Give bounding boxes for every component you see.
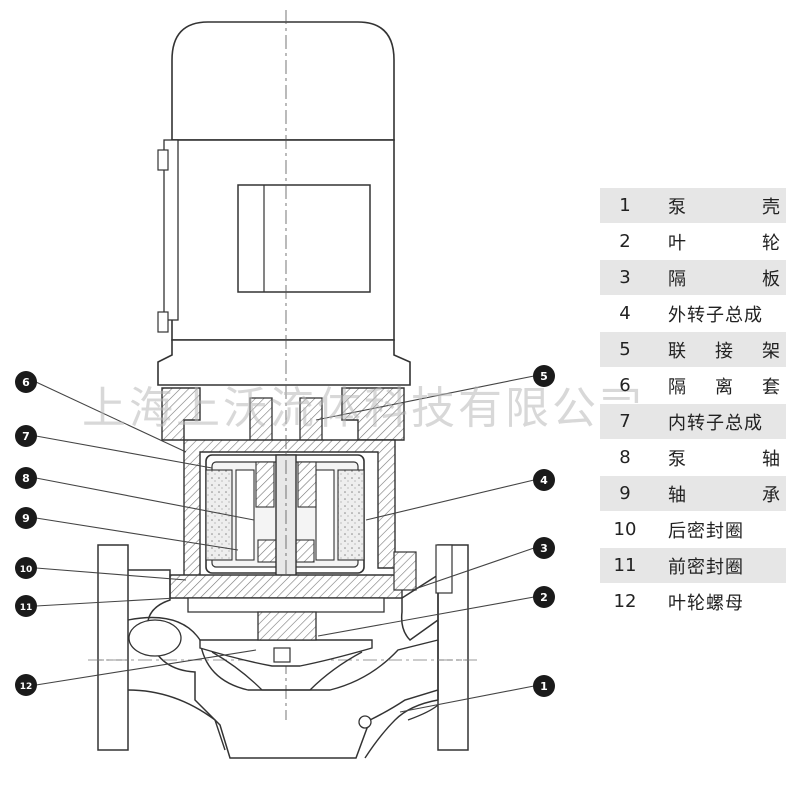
part-name: 联接架 bbox=[668, 340, 780, 362]
parts-row: 6 隔离套 bbox=[600, 368, 786, 404]
part-name: 外转子总成 bbox=[668, 304, 763, 326]
part-number: 5 bbox=[619, 339, 631, 360]
part-number: 10 bbox=[613, 519, 637, 540]
part-name: 叶轮 bbox=[668, 232, 780, 254]
impeller bbox=[199, 611, 373, 691]
part-name: 叶轮螺母 bbox=[668, 592, 744, 614]
parts-table: 1 泵壳 2 叶轮 3 隔板 4 外转子总成 5 联接架 6 隔离套 7 内转子… bbox=[600, 188, 786, 620]
parts-row: 10 后密封圈 bbox=[600, 512, 786, 548]
svg-text:7: 7 bbox=[22, 430, 30, 443]
parts-row: 3 隔板 bbox=[600, 260, 786, 296]
part-number: 4 bbox=[619, 303, 631, 324]
parts-row: 7 内转子总成 bbox=[600, 404, 786, 440]
svg-text:4: 4 bbox=[540, 474, 548, 487]
callout-1: 1 bbox=[533, 675, 555, 697]
part-number: 9 bbox=[619, 483, 631, 504]
parts-row: 2 叶轮 bbox=[600, 224, 786, 260]
svg-text:2: 2 bbox=[540, 591, 548, 604]
svg-text:11: 11 bbox=[20, 603, 33, 613]
part-number: 12 bbox=[613, 591, 637, 612]
callout-2: 2 bbox=[533, 586, 555, 608]
callout-11: 11 bbox=[15, 595, 37, 617]
part-name: 内转子总成 bbox=[668, 412, 763, 434]
company-watermark: 上海上沃流体科技有限公司 bbox=[82, 383, 646, 434]
part-name: 隔离套 bbox=[668, 376, 780, 398]
parts-row: 11 前密封圈 bbox=[600, 548, 786, 584]
part-name: 前密封圈 bbox=[668, 556, 744, 578]
part-number: 6 bbox=[619, 375, 631, 396]
part-number: 3 bbox=[619, 267, 631, 288]
callout-12: 12 bbox=[15, 674, 37, 696]
part-name: 泵壳 bbox=[668, 196, 780, 218]
svg-text:5: 5 bbox=[540, 370, 548, 383]
part-number: 1 bbox=[619, 195, 631, 216]
callout-10: 10 bbox=[15, 557, 37, 579]
part-name: 后密封圈 bbox=[668, 520, 744, 542]
part-name: 轴承 bbox=[668, 484, 780, 506]
part-number: 8 bbox=[619, 447, 631, 468]
motor bbox=[157, 21, 411, 386]
parts-row: 5 联接架 bbox=[600, 332, 786, 368]
svg-text:8: 8 bbox=[22, 472, 30, 485]
parts-row: 1 泵壳 bbox=[600, 188, 786, 224]
callout-5: 5 bbox=[533, 365, 555, 387]
parts-row: 4 外转子总成 bbox=[600, 296, 786, 332]
callout-9: 9 bbox=[15, 507, 37, 529]
callout-7: 7 bbox=[15, 425, 37, 447]
svg-text:1: 1 bbox=[540, 680, 548, 693]
part-number: 11 bbox=[613, 555, 637, 576]
parts-row: 9 轴承 bbox=[600, 476, 786, 512]
callout-8: 8 bbox=[15, 467, 37, 489]
part-name: 隔板 bbox=[668, 268, 780, 290]
part-name: 泵轴 bbox=[668, 448, 780, 470]
svg-text:6: 6 bbox=[22, 376, 30, 389]
svg-text:9: 9 bbox=[22, 512, 30, 525]
coupling-frame bbox=[161, 387, 405, 581]
part-number: 7 bbox=[619, 411, 631, 432]
svg-text:10: 10 bbox=[20, 565, 33, 575]
part-number: 2 bbox=[619, 231, 631, 252]
pump-casing bbox=[88, 544, 480, 759]
callout-4: 4 bbox=[533, 469, 555, 491]
parts-row: 12 叶轮螺母 bbox=[600, 584, 786, 620]
svg-text:3: 3 bbox=[540, 542, 548, 555]
parts-row: 8 泵轴 bbox=[600, 440, 786, 476]
svg-text:12: 12 bbox=[20, 682, 33, 692]
callout-3: 3 bbox=[533, 537, 555, 559]
leader-lines bbox=[35, 375, 535, 713]
callout-6: 6 bbox=[15, 371, 37, 393]
